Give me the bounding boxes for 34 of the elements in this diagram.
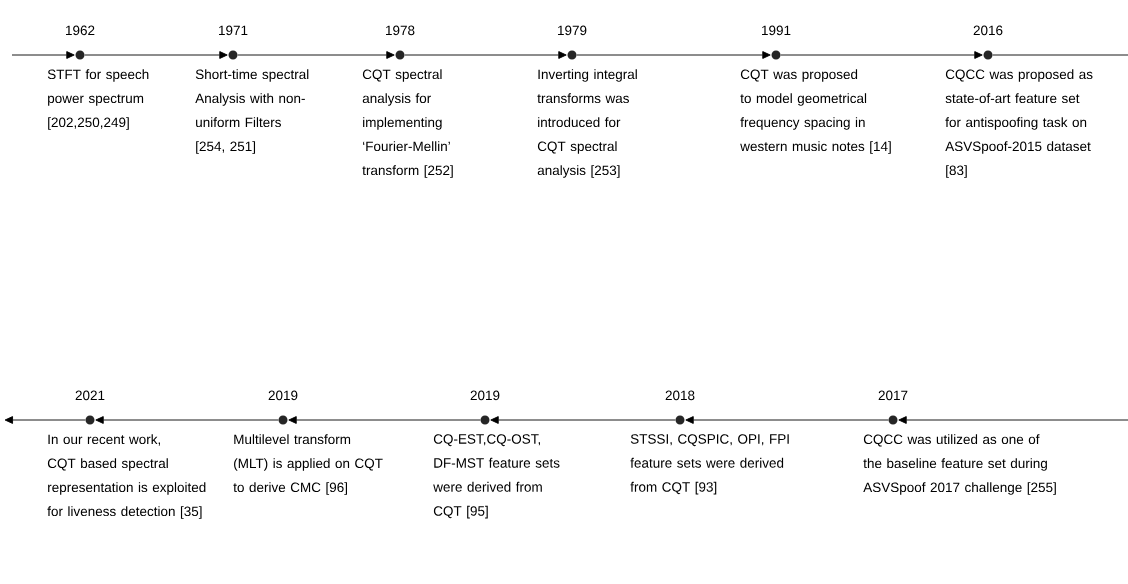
event-description: STSSI, CQSPIC, OPI, FPI feature sets were derived from CQT [93]: [630, 434, 789, 495]
year-label: 2021: [75, 390, 105, 401]
arrow: [780, 51, 983, 59]
year-label: 2019: [470, 390, 500, 401]
arrow: [404, 51, 567, 59]
year-label: 1962: [66, 25, 95, 36]
arrow: [237, 51, 395, 59]
year-label: 2018: [665, 390, 695, 401]
year-label: 2017: [878, 390, 908, 401]
event-description: CQ-EST,CQ-OST, DF-MST feature sets were derived from CQT [95]: [433, 434, 560, 519]
event-description: CQT was proposed to model geometrical frequency spacing in western music notes [14]: [740, 69, 891, 154]
year-label: 1979: [558, 25, 587, 36]
event-description: CQT spectral analysis for implementing ‘Fourier-Mellin’ transform [252]: [362, 69, 453, 178]
event-description: In our recent work, CQT based spectral representation is exploited for liveness detection [35]: [47, 434, 206, 519]
year-label: 1971: [219, 25, 248, 36]
arrow: [95, 416, 279, 424]
arrow: [288, 416, 481, 424]
event-description: CQCC was utilized as one of the baseline feature set during ASVSpoof 2017 challenge [255]: [863, 434, 1056, 495]
arrow: [685, 416, 889, 424]
year-label: 1978: [386, 25, 415, 36]
year-label: 2016: [973, 25, 1003, 36]
arrow: [576, 51, 771, 59]
arrow: [11, 51, 75, 59]
year-label: 1991: [762, 25, 791, 36]
arrow: [84, 51, 228, 59]
arrow: [490, 416, 676, 424]
year-label: 2019: [268, 390, 298, 401]
event-description: Multilevel transform (MLT) is applied on CQT to derive CMC [96]: [233, 434, 383, 495]
arrow: [4, 416, 86, 424]
event-description: CQCC was proposed as state-of-art feature set for antispoofing task on ASVSpoof-2015 dataset [83]: [945, 69, 1093, 178]
event-description: STFT for speech power spectrum [202,250,249]: [47, 69, 149, 130]
event-description: Short-time spectral Analysis with non-uniform Filters [254, 251]: [195, 69, 309, 154]
event-description: Inverting integral transforms was introduced for CQT spectral analysis [253]: [537, 69, 637, 178]
arrow: [898, 416, 1128, 424]
